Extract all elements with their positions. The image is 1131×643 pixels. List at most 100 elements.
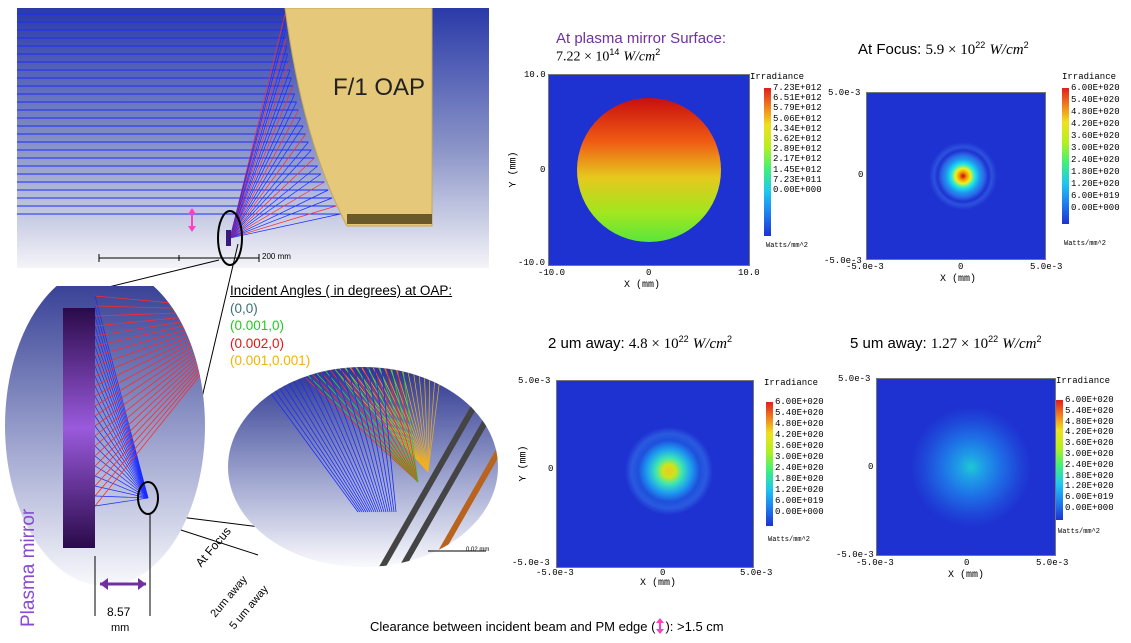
ray-line [383, 367, 419, 483]
ray-line [229, 45, 288, 239]
two-um-cbar-tick: 1.80E+020 [775, 474, 824, 484]
focus-cbar-tick: 2.40E+020 [1071, 155, 1120, 165]
ray-line [373, 367, 395, 513]
ray-line [94, 332, 205, 387]
ray-line [94, 338, 205, 407]
surface-cbar-tick: 4.34E+012 [773, 123, 822, 134]
ray-line [229, 117, 302, 239]
five-um-cbar-tick: 1.80E+020 [1065, 470, 1114, 481]
five-um-xtick-mid: 0 [964, 558, 970, 568]
five-um-colorbar-title: Irradiance [1056, 376, 1111, 386]
surface-cbar-tick: 7.23E+011 [773, 174, 822, 185]
five-um-plot-area [876, 378, 1056, 556]
two-um-cbar-tick: 4.80E+020 [775, 419, 824, 429]
ray-line [94, 344, 205, 427]
five-um-colorbar-ticks: 6.00E+020 5.40E+020 4.80E+020 4.20E+020 … [1065, 395, 1114, 514]
ray-line [310, 367, 377, 513]
angle-item-4: (0.001,0.001) [230, 353, 311, 368]
ray-line [353, 367, 419, 483]
focus-plot-area [866, 92, 1046, 260]
focus-planes-zoom: 0.02 mm [228, 362, 498, 622]
ray-line [94, 415, 149, 499]
focus-title-prefix: At Focus: [858, 41, 922, 58]
ray-line [341, 367, 419, 483]
two-um-ytick-mid: 0 [548, 464, 554, 474]
ray-line [94, 341, 205, 417]
ray-line [229, 141, 309, 239]
two-um-cbar-tick: 1.20E+020 [775, 485, 824, 495]
five-um-title-number: 1.27 × 10 [930, 336, 989, 352]
two-um-plot-panel: 5.0e-3 0 -5.0e-3 -5.0e-3 0 5.0e-3 X (mm)… [510, 362, 826, 592]
angle-item-2: (0.001,0) [230, 318, 285, 333]
surface-title-prefix: At plasma mirror Surface: [556, 30, 727, 47]
surface-xtick-right: 10.0 [738, 268, 760, 278]
two-um-title-prefix: 2 um away: [548, 335, 625, 352]
focus-ytick-bottom: -5.0e-3 [824, 256, 862, 266]
ray-line [229, 101, 297, 239]
surface-colorbar [764, 88, 771, 236]
ray-line [229, 157, 315, 239]
surface-cbar-tick: 1.45E+012 [773, 164, 822, 175]
two-um-colorbar-unit: Watts/mm^2 [768, 536, 811, 544]
ray-line [229, 77, 292, 239]
surface-colorbar-ticks: 7.23E+012 6.51E+012 5.79E+012 5.06E+012 … [773, 83, 822, 195]
ray-line [324, 367, 381, 513]
five-um-title-exp: 22 [988, 334, 999, 344]
ray-line [94, 355, 149, 499]
focus-xtick-mid: 0 [958, 262, 964, 272]
surface-cbar-tick: 5.79E+012 [773, 103, 822, 114]
ray-line [229, 181, 325, 239]
focus-region-ellipse [217, 210, 243, 266]
surface-cbar-tick: 3.62E+012 [773, 134, 822, 145]
incident-angles-legend: Incident Angles ( in degrees) at OAP: (0… [230, 282, 452, 370]
surface-xtick-left: -10.0 [538, 268, 566, 278]
ray-line [229, 165, 318, 239]
two-um-colorbar-ticks: 6.00E+020 5.40E+020 4.80E+020 4.20E+020 … [775, 397, 824, 518]
ray-line [365, 367, 419, 483]
focus-xlabel: X (mm) [940, 274, 977, 285]
surface-title-value: 7.22 × 1014 W/cm2 [556, 47, 726, 66]
surface-ytick-bottom: -10.0 [518, 258, 546, 268]
two-um-beam-spot [625, 427, 713, 515]
five-um-cbar-tick: 4.80E+020 [1065, 416, 1114, 427]
five-um-cbar-tick: 5.40E+020 [1065, 405, 1114, 416]
ray-line [94, 395, 149, 499]
ray-line [229, 197, 333, 239]
two-um-cbar-tick: 3.60E+020 [775, 441, 824, 451]
two-um-cbar-tick: 4.20E+020 [775, 430, 824, 440]
ray-line [229, 69, 291, 239]
ray-line [359, 367, 391, 513]
ray-line [401, 367, 419, 483]
five-um-title-prefix: 5 um away: [850, 335, 927, 352]
focus-title-unit: W/cm [989, 42, 1024, 58]
ray-line [352, 367, 389, 513]
ray-line [229, 37, 287, 239]
surface-colorbar-unit: Watts/mm^2 [766, 242, 809, 250]
focus-zoom-ellipse [137, 481, 159, 515]
footer-arrow-icon [655, 618, 665, 634]
ray-line [381, 367, 429, 473]
ray-line [317, 367, 379, 513]
five-um-plot-panel: 5.0e-3 0 -5.0e-3 -5.0e-3 0 5.0e-3 X (mm)… [830, 370, 1128, 586]
angle-item-3: (0.002,0) [230, 335, 285, 351]
ray-line [94, 356, 205, 467]
ray-line [229, 109, 299, 239]
five-um-xtick-left: -5.0e-3 [856, 558, 894, 568]
top-scale-label: 200 mm [262, 252, 291, 261]
five-um-colorbar-unit: Watts/mm^2 [1058, 528, 1101, 536]
ray-line [427, 367, 431, 473]
oap-label: F/1 OAP [333, 74, 426, 101]
ray-line [229, 93, 295, 239]
distance-unit: mm [111, 622, 130, 634]
five-um-cbar-tick: 3.60E+020 [1065, 438, 1114, 449]
ray-line [389, 367, 419, 483]
five-um-cbar-tick: 6.00E+020 [1065, 395, 1114, 405]
surface-cbar-tick: 0.00E+000 [773, 185, 822, 196]
five-um-cbar-tick: 2.40E+020 [1065, 459, 1114, 470]
focus-cbar-tick: 6.00E+019 [1071, 191, 1120, 201]
two-um-cbar-tick: 5.40E+020 [775, 408, 824, 418]
ray-line [423, 367, 429, 473]
ray-line [347, 367, 419, 483]
ray-line [289, 367, 371, 513]
five-um-cbar-tick: 1.20E+020 [1065, 481, 1114, 492]
